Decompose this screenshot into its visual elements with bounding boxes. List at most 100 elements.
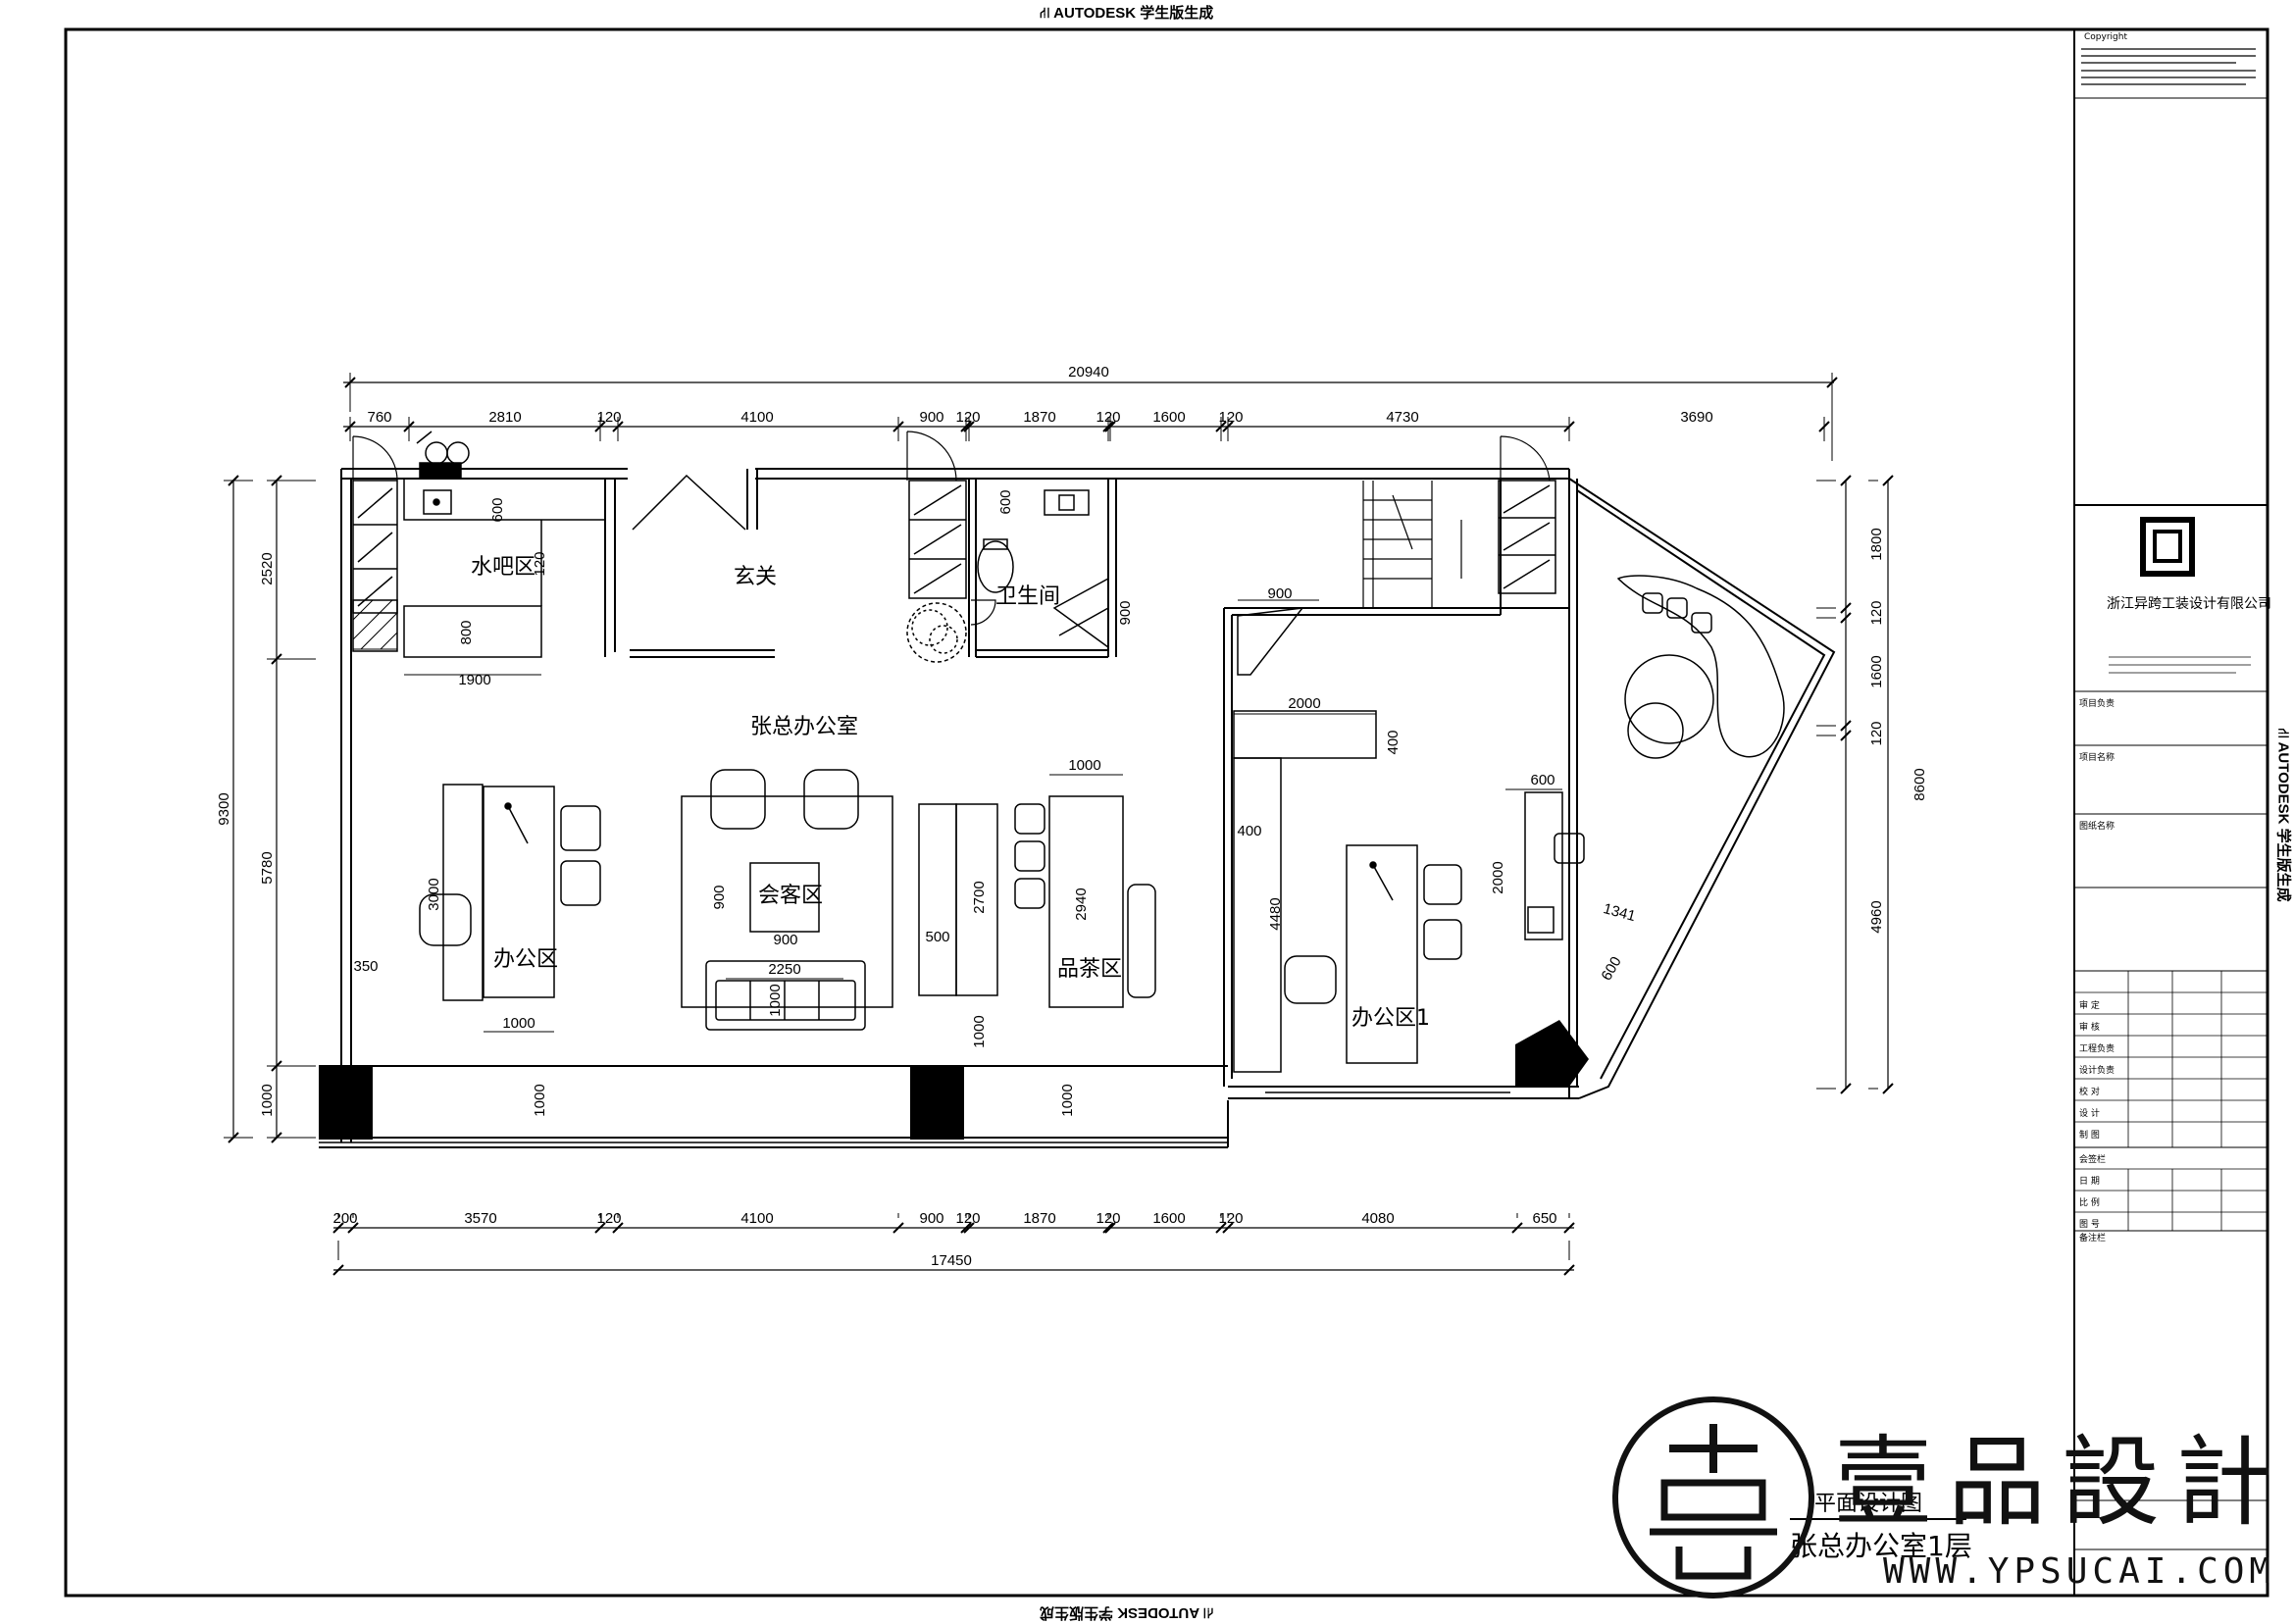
bar-counter <box>403 431 606 658</box>
svg-text:4960: 4960 <box>1868 900 1885 933</box>
svg-text:1000: 1000 <box>259 1084 276 1116</box>
company-address <box>2109 656 2251 674</box>
tb-project-name: 项目名称 <box>2079 751 2115 763</box>
dimension-lines <box>232 381 1889 1271</box>
svg-text:8600: 8600 <box>1912 768 1928 800</box>
cabinet-500 <box>918 803 998 996</box>
room-label-foyer: 玄关 <box>734 565 777 589</box>
svg-text:4730: 4730 <box>1386 409 1418 426</box>
svg-text:1000: 1000 <box>1059 1084 1076 1116</box>
svg-text:600: 600 <box>997 489 1014 514</box>
svg-text:比 例: 比 例 <box>2079 1196 2100 1208</box>
svg-text:800: 800 <box>458 620 475 644</box>
svg-text:5780: 5780 <box>259 851 276 884</box>
svg-text:3570: 3570 <box>464 1210 496 1227</box>
svg-text:2520: 2520 <box>259 552 276 584</box>
svg-text:120: 120 <box>1096 409 1120 426</box>
tb-table-labels: 审 定 审 核 工程负责 设计负责 校 对 设 计 制 图 日 期 比 例 图 … <box>2079 999 2115 1230</box>
autodesk-icon: ⛙ <box>1040 5 1054 22</box>
bottom-window <box>319 1091 1510 1143</box>
svg-text:120: 120 <box>955 409 980 426</box>
svg-text:120: 120 <box>596 409 621 426</box>
office-desk <box>419 784 601 1001</box>
caption-underline <box>1790 1518 1966 1520</box>
tb-countersign: 会签栏 <box>2079 1153 2106 1165</box>
svg-text:2000: 2000 <box>1288 695 1320 712</box>
svg-text:650: 650 <box>1532 1210 1556 1227</box>
svg-text:1600: 1600 <box>1868 655 1885 687</box>
svg-text:3690: 3690 <box>1680 409 1712 426</box>
svg-text:1600: 1600 <box>1152 1210 1185 1227</box>
svg-text:工程负责: 工程负责 <box>2079 1042 2115 1054</box>
svg-text:4100: 4100 <box>740 1210 773 1227</box>
svg-text:2940: 2940 <box>1073 888 1090 920</box>
svg-text:审 核: 审 核 <box>2079 1021 2100 1033</box>
tb-drawing-name: 图纸名称 <box>2079 820 2115 832</box>
dim-left-texts: 9300 2520 5780 1000 <box>216 552 276 1116</box>
copyright-notes <box>2081 48 2256 85</box>
plant <box>906 602 967 663</box>
room-label-bath: 卫生间 <box>995 584 1060 609</box>
svg-text:120: 120 <box>1218 1210 1243 1227</box>
plan-name-caption: 张总办公室1层 <box>1790 1530 1972 1562</box>
svg-text:120: 120 <box>1868 600 1885 625</box>
dim-bottom-texts: 200 3570 120 4100 900 120 1870 120 1600 … <box>332 1210 1556 1269</box>
svg-text:20940: 20940 <box>1068 364 1109 381</box>
svg-text:1000: 1000 <box>1068 757 1100 774</box>
svg-text:120: 120 <box>1868 721 1885 745</box>
svg-text:900: 900 <box>919 409 943 426</box>
svg-text:4480: 4480 <box>1267 897 1284 930</box>
svg-text:120: 120 <box>1096 1210 1120 1227</box>
foyer-doors <box>630 474 775 651</box>
svg-text:1341: 1341 <box>1602 900 1638 925</box>
dim-right-texts: 8600 1800 120 1600 120 4960 <box>1868 528 1928 933</box>
tb-project-lead: 项目负责 <box>2079 697 2115 709</box>
svg-text:1870: 1870 <box>1023 1210 1055 1227</box>
svg-text:900: 900 <box>1117 600 1134 625</box>
inner-dim-lines <box>404 599 1562 1033</box>
svg-text:400: 400 <box>1237 823 1261 839</box>
room-label-office: 办公区 <box>493 947 558 972</box>
svg-text:4100: 4100 <box>740 409 773 426</box>
svg-text:1600: 1600 <box>1152 409 1185 426</box>
svg-text:400: 400 <box>1385 730 1402 754</box>
svg-text:350: 350 <box>353 958 378 975</box>
svg-text:3000: 3000 <box>426 878 442 910</box>
svg-text:900: 900 <box>711 885 728 909</box>
svg-text:120: 120 <box>955 1210 980 1227</box>
svg-text:120: 120 <box>532 551 548 576</box>
staircase <box>1362 481 1462 608</box>
bathroom-fixtures <box>977 489 1109 649</box>
brand-watermark: 壹品設計 WWW.YPSUCAI.COM <box>1608 1393 2285 1613</box>
svg-text:1000: 1000 <box>767 984 784 1016</box>
svg-text:1000: 1000 <box>971 1015 988 1047</box>
svg-text:1800: 1800 <box>1868 528 1885 560</box>
hatched-panel <box>352 599 398 650</box>
room-label-bar: 水吧区 <box>471 555 535 580</box>
room-label-main-office: 张总办公室 <box>750 715 858 739</box>
svg-text:审 定: 审 定 <box>2079 999 2100 1011</box>
svg-text:1900: 1900 <box>458 672 490 688</box>
meeting-area <box>681 769 893 1031</box>
dimension-ticks <box>224 373 1894 1276</box>
tb-remarks: 备注栏 <box>2079 1232 2106 1243</box>
room-label-tea: 品茶区 <box>1057 957 1122 982</box>
svg-text:1000: 1000 <box>502 1015 535 1032</box>
svg-text:日 期: 日 期 <box>2079 1176 2100 1187</box>
svg-text:120: 120 <box>1218 409 1243 426</box>
svg-text:1870: 1870 <box>1023 409 1055 426</box>
svg-text:2250: 2250 <box>768 961 800 978</box>
room-label-meeting: 会客区 <box>758 884 823 908</box>
company-name: 浙江异跨工装设计有限公司 <box>2107 596 2271 612</box>
svg-text:900: 900 <box>1267 585 1292 602</box>
watermark-top: ⛙ AUTODESK 学生版生成 <box>1040 5 1214 22</box>
room-label-office1: 办公区1 <box>1351 1006 1430 1031</box>
svg-text:500: 500 <box>925 929 949 945</box>
svg-text:2000: 2000 <box>1490 861 1506 893</box>
office1-furniture <box>1233 607 1585 1073</box>
svg-text:图 号: 图 号 <box>2079 1219 2100 1230</box>
svg-text:1000: 1000 <box>532 1084 548 1116</box>
svg-text:9300: 9300 <box>216 792 232 825</box>
